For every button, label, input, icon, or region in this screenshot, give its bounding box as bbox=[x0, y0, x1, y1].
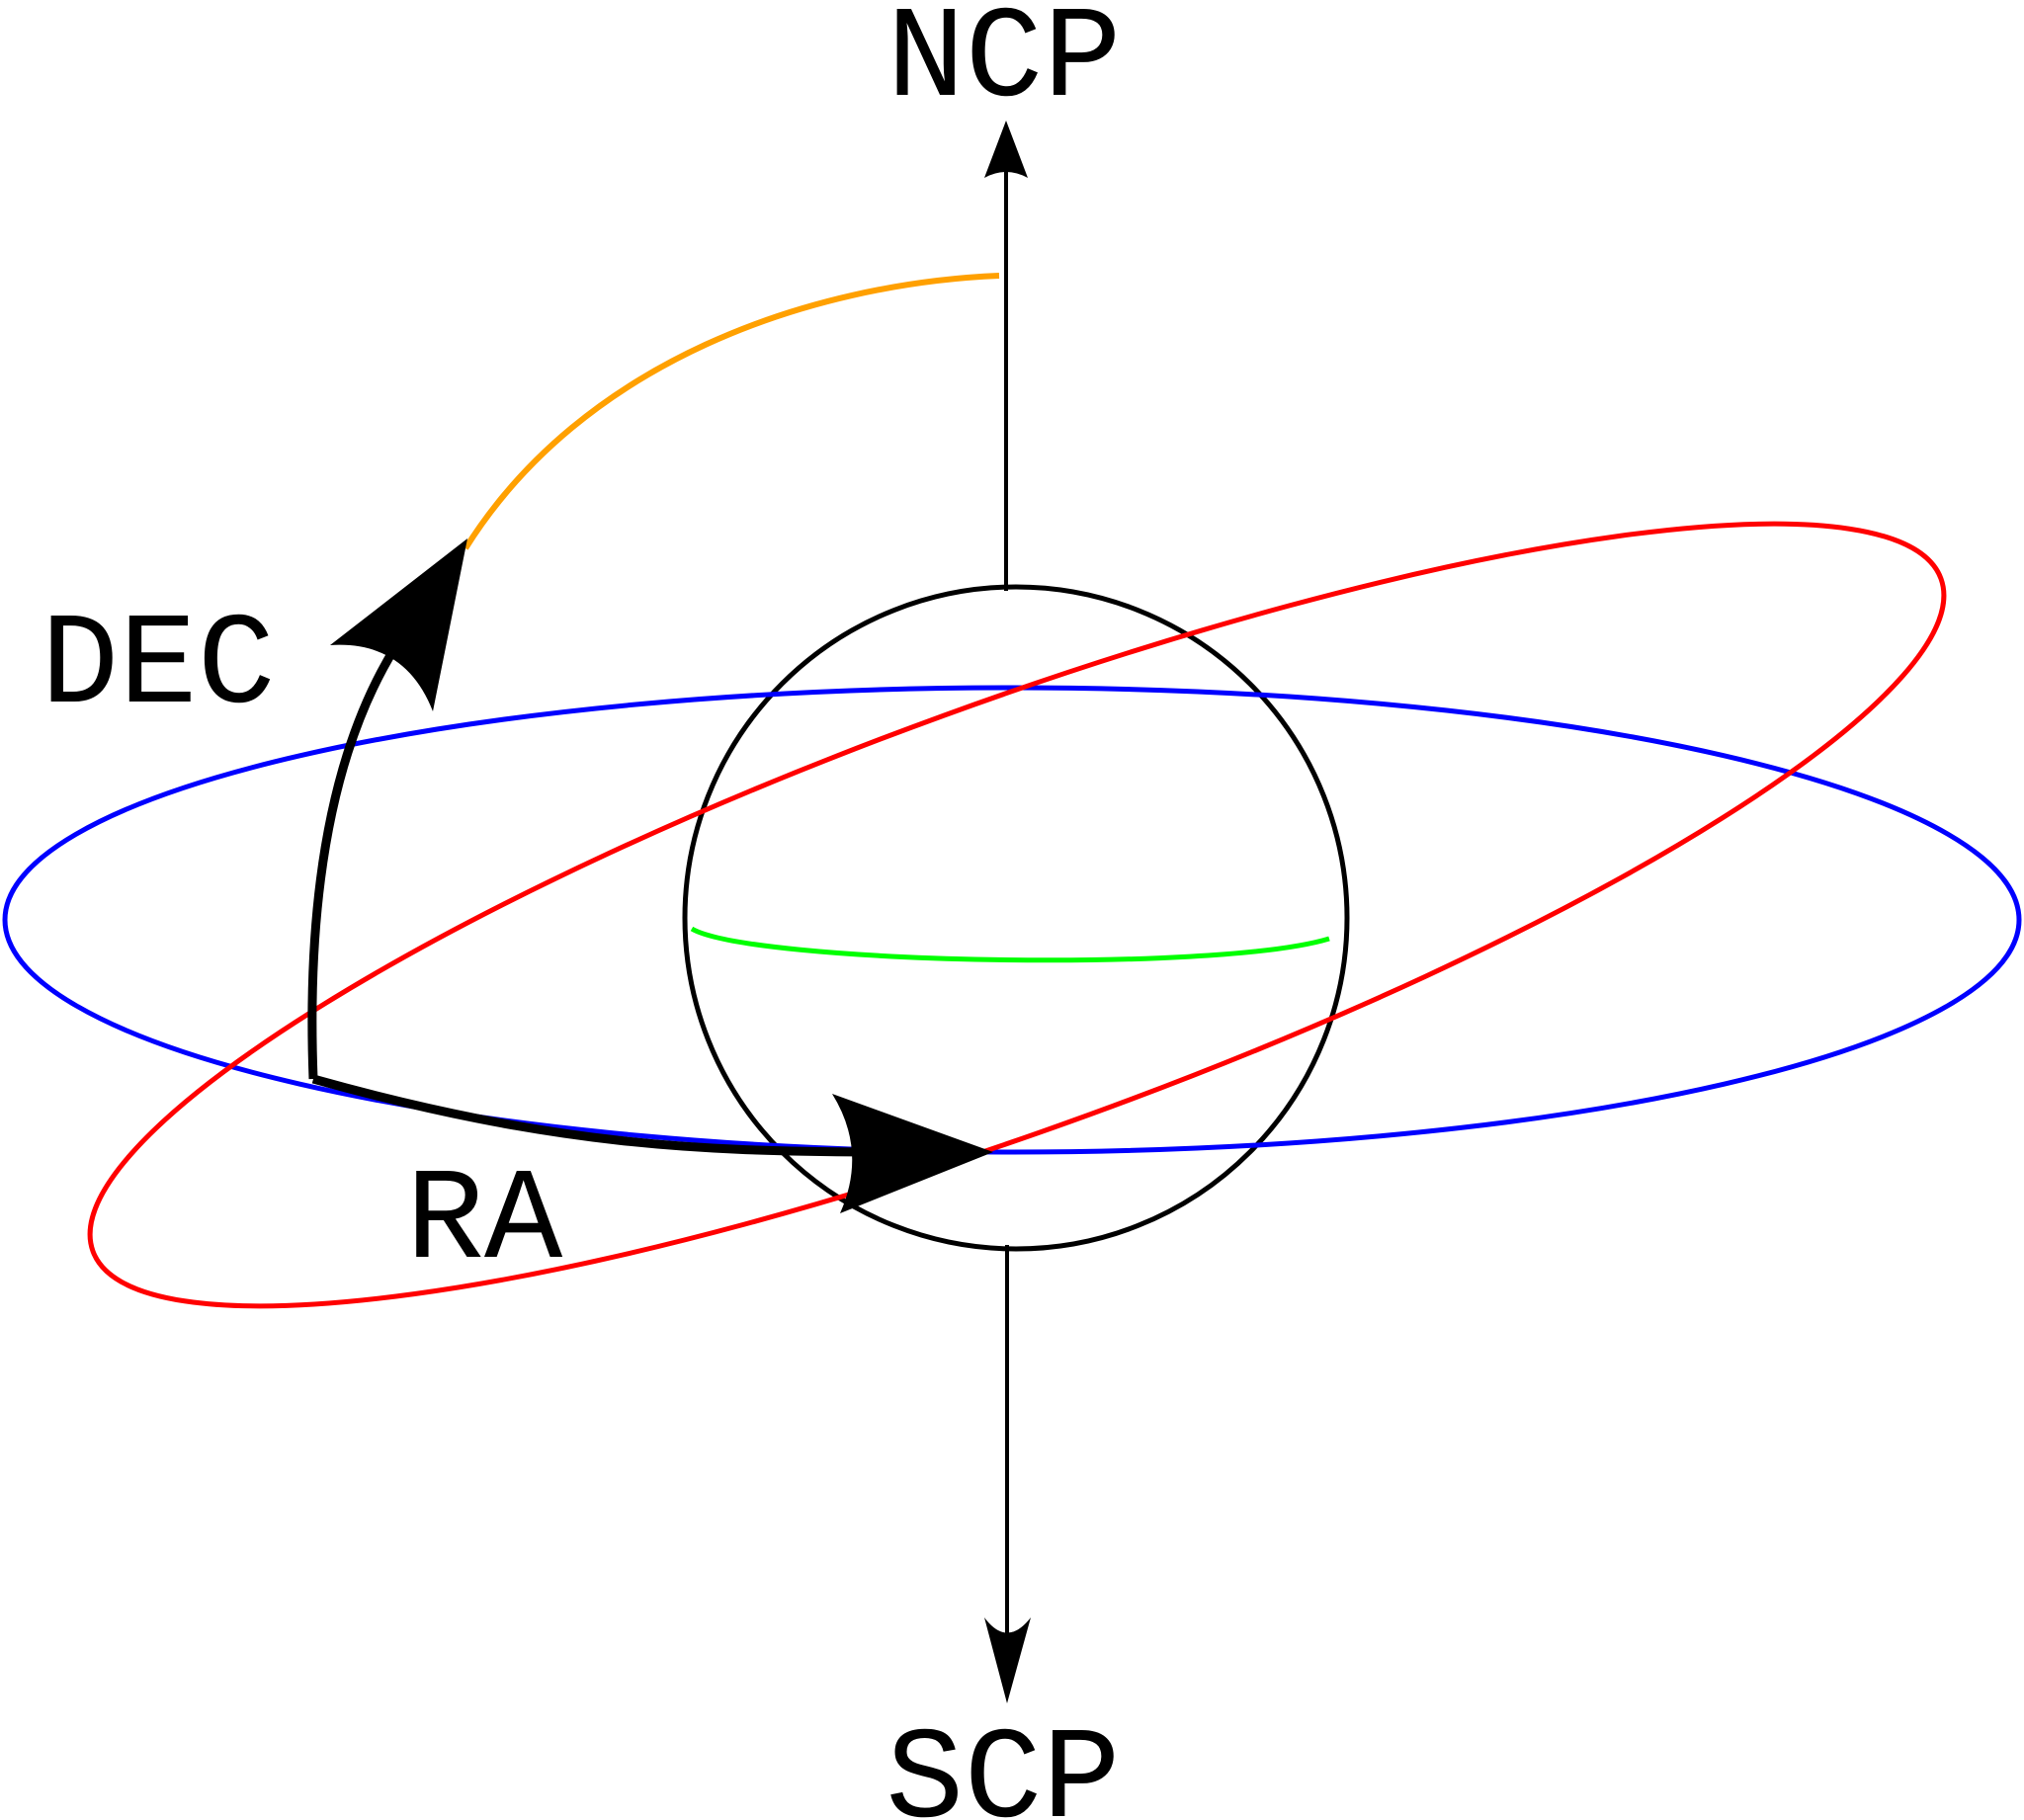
ncp-label: NCP bbox=[886, 0, 1122, 134]
declination-arrow-shaft bbox=[307, 644, 399, 1080]
declination-arrow bbox=[307, 538, 467, 1080]
dec-label: DEC bbox=[41, 593, 276, 741]
hour-circle-arc bbox=[463, 273, 1000, 550]
scp-axis bbox=[984, 1245, 1031, 1703]
celestial-equator-ring bbox=[2, 685, 2022, 1155]
right-ascension-arrow bbox=[311, 1074, 993, 1213]
ncp-axis bbox=[984, 121, 1028, 591]
scp-label: SCP bbox=[886, 1707, 1121, 1820]
inner-equator-arc bbox=[690, 926, 1330, 963]
ra-label: RA bbox=[406, 1148, 563, 1296]
scp-arrowhead bbox=[984, 1617, 1031, 1703]
declination-arrowhead bbox=[330, 538, 467, 711]
ncp-arrowhead bbox=[984, 121, 1028, 178]
celestial-sphere bbox=[682, 584, 1350, 1252]
ecliptic-ring bbox=[87, 521, 1947, 1309]
right-ascension-arrow-shaft bbox=[311, 1074, 871, 1157]
right-ascension-arrowhead bbox=[832, 1094, 993, 1213]
